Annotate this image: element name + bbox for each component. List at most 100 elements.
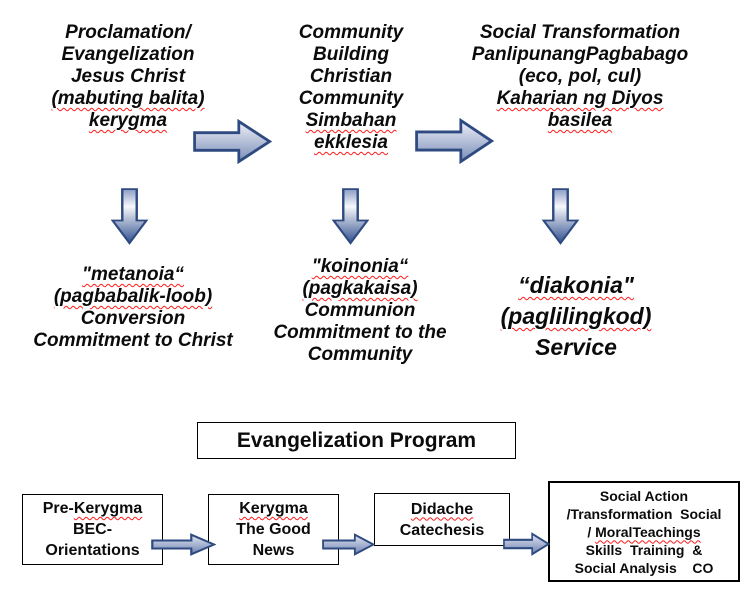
text-line: Building (270, 44, 432, 66)
misspelled-text: Kaharian ng Diyos (496, 88, 664, 109)
right-arrow-icon (193, 119, 272, 164)
text-span: Community (298, 22, 404, 43)
down-arrow-icon (110, 188, 149, 245)
misspelled-text: kerygma (88, 110, 168, 131)
misspelled-text: Kerygma (239, 500, 308, 517)
text-line: News (209, 540, 338, 561)
step-box-social-action: Social Action/Transformation Social/ Mor… (548, 481, 740, 582)
text-span: Pre- (42, 500, 74, 517)
misspelled-text: ekklesia (314, 132, 388, 153)
text-line: ekklesia (270, 132, 432, 154)
text-line: basilea (460, 110, 700, 132)
right-arrow-icon (151, 533, 216, 556)
text-line: Commitment to Christ (13, 330, 253, 352)
text-line: (paglilingkod) (466, 301, 686, 332)
text-line: Pre-Kerygma (23, 498, 162, 519)
text-span: Community (307, 344, 413, 365)
text-line: "koinonia“ (250, 256, 470, 278)
text-span: Orientations (45, 542, 140, 559)
down-arrow-icon (541, 188, 580, 245)
text-span: / (587, 523, 596, 540)
text-line: /Transformation Social (550, 505, 738, 523)
text-line: Jesus Christ (33, 66, 223, 88)
text-line: Community (270, 22, 432, 44)
text-line: Evangelization (33, 44, 223, 66)
text-line: Simbahan (270, 110, 432, 132)
text-span: Communion (304, 300, 416, 321)
misspelled-text: (pagbabalik-loob) (53, 286, 213, 307)
text-line: Kerygma (209, 498, 338, 519)
text-line: Kaharian ng Diyos (460, 88, 700, 110)
text-span: Social Transformation (479, 22, 681, 43)
text-span: Service (535, 334, 617, 360)
text-line: Commitment to the (250, 322, 470, 344)
text-span: The Good (236, 521, 311, 538)
text-span: Social Analysis CO (574, 559, 714, 576)
text-span: Skills Training & (585, 541, 703, 558)
text-line: Orientations (23, 540, 162, 561)
text-span: PanlipunangPagbabago (471, 44, 689, 65)
misspelled-text: MoralTeachings (595, 523, 701, 540)
text-line: Service (466, 332, 686, 363)
text-span: Commitment to Christ (33, 330, 233, 351)
text-span: Community (298, 88, 404, 109)
text-line: Community (270, 88, 432, 110)
misspelled-text: Kerygma (73, 500, 143, 517)
program-title-box: Evangelization Program (197, 422, 516, 459)
text-line: Community (250, 344, 470, 366)
text-line: kerygma (33, 110, 223, 132)
text-line: (pagbabalik-loob) (13, 286, 253, 308)
text-span: Building (313, 44, 389, 65)
text-line: PanlipunangPagbabago (460, 44, 700, 66)
text-line: Social Transformation (460, 22, 700, 44)
misspelled-text: (mabuting balita) (51, 88, 205, 109)
down-arrow-icon (331, 188, 370, 245)
right-arrow-icon (322, 533, 375, 556)
text-line: Conversion (13, 308, 253, 330)
text-line: / MoralTeachings (550, 523, 738, 541)
text-line: Social Action (550, 487, 738, 505)
text-line: Skills Training & (550, 541, 738, 559)
text-span: Social Action (599, 487, 689, 504)
text-span: Evangelization (61, 44, 195, 65)
misspelled-text: (pagkakaisa) (302, 278, 418, 299)
text-line: (mabuting balita) (33, 88, 223, 110)
text-line: Proclamation/ (33, 22, 223, 44)
misspelled-text: (paglilingkod) (500, 303, 652, 329)
right-arrow-icon (503, 532, 550, 556)
text-line: Didache (375, 499, 509, 520)
text-span: Jesus Christ (70, 66, 186, 87)
response-block-diakonia: “diakonia" (paglilingkod) Service (466, 270, 686, 363)
text-span: Catechesis (399, 521, 485, 539)
text-span: BEC- (72, 521, 113, 538)
text-span: Commitment to the (273, 322, 447, 343)
text-line: “diakonia" (466, 270, 686, 301)
misspelled-text: basilea (547, 110, 613, 131)
right-arrow-icon (415, 118, 494, 164)
text-span: (eco, pol, cul) (518, 66, 642, 87)
text-span: News (252, 542, 295, 559)
text-line: Communion (250, 300, 470, 322)
text-line: The Good (209, 519, 338, 540)
text-line: Catechesis (375, 520, 509, 541)
text-span: Conversion (80, 308, 186, 329)
misspelled-text: “diakonia" (518, 272, 634, 298)
text-span: Proclamation/ (65, 22, 191, 43)
text-span: /Transformation Social (566, 505, 722, 522)
text-line: Social Analysis CO (550, 559, 738, 577)
text-line: BEC- (23, 519, 162, 540)
text-line: (eco, pol, cul) (460, 66, 700, 88)
program-title: Evangelization Program (236, 428, 477, 452)
text-line: (pagkakaisa) (250, 278, 470, 300)
text-span: Christian (309, 66, 393, 87)
misspelled-text: "koinonia“ (311, 256, 409, 277)
